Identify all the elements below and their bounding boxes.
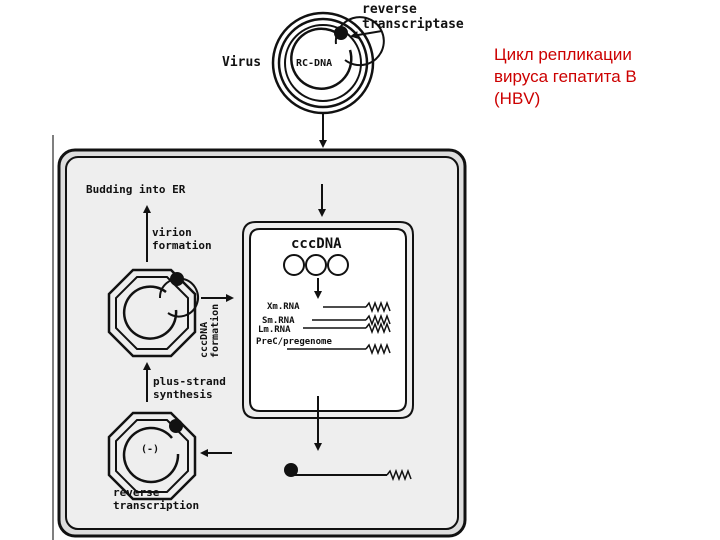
- virion-formation-label-1: virion: [152, 226, 192, 239]
- slide-caption: Цикл репликации вируса гепатита B (HBV): [494, 44, 714, 110]
- rna-tail-sm: [365, 313, 391, 327]
- caption-line-3: (HBV): [494, 89, 541, 108]
- virus-label: Virus: [222, 55, 261, 70]
- rc-dna-label: RC-DNA: [296, 58, 332, 69]
- rna-tail-lm: [365, 321, 391, 335]
- nucleus-cccdna-title: cccDNA: [291, 236, 342, 252]
- rna-label-sm: Sm.RNA: [262, 316, 295, 326]
- minus-strand-label: (-): [141, 444, 159, 455]
- budding-label: Budding into ER: [86, 183, 186, 196]
- caption-line-1: Цикл репликации: [494, 45, 632, 64]
- caption-line-2: вируса гепатита B: [494, 67, 637, 86]
- reverse-transcription-label-1: reverse: [113, 486, 160, 499]
- reverse-transcriptase-label-2: transcriptase: [362, 17, 464, 32]
- pregenome-tail: [386, 468, 412, 482]
- capsid-mature: [107, 268, 199, 358]
- cccdna-circles: [283, 254, 349, 276]
- plus-strand-label-2: synthesis: [153, 388, 213, 401]
- cccdna-formation-label-1: cccDNA: [199, 322, 210, 358]
- reverse-transcription-label-2: transcription: [113, 499, 199, 512]
- cccdna-formation-label-2: formation: [209, 304, 221, 358]
- rt-pointer-arrow: [350, 30, 383, 39]
- capsid-mature-polymerase-dot: [170, 272, 184, 286]
- virus-particle: [271, 11, 385, 115]
- rna-label-pregenome: PreC/pregenome: [256, 337, 332, 347]
- reverse-transcriptase-label-1: reverse: [362, 2, 417, 17]
- rna-tail-xm: [365, 300, 391, 314]
- capsid-minus-strand: [107, 411, 197, 501]
- plus-strand-label-1: plus-strand: [153, 375, 226, 388]
- rna-tail-pregenome: [365, 342, 391, 356]
- capsid-minus-polymerase-dot: [169, 419, 183, 433]
- rna-label-xm: Xm.RNA: [267, 302, 300, 312]
- polymerase-dot: [334, 26, 348, 40]
- virion-formation-label-2: formation: [152, 239, 212, 252]
- rna-label-lm: Lm.RNA: [258, 325, 291, 335]
- pregenome-polymerase-dot: [284, 463, 298, 477]
